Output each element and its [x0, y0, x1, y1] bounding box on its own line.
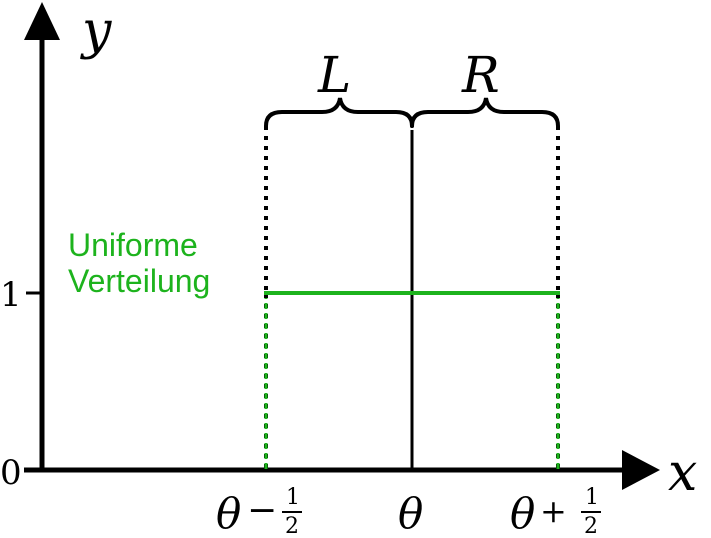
half-denominator: 2 — [584, 514, 598, 538]
y-tick-1-label: 1 — [0, 275, 22, 315]
x-axis-arrowhead — [622, 450, 660, 490]
half-numerator: 1 — [286, 485, 300, 510]
x-tick-theta-minus-half: θ − 1 2 — [216, 485, 302, 538]
half-denominator: 2 — [285, 514, 299, 538]
y-axis-arrowhead — [24, 2, 60, 40]
distribution-label-line2: Verteilung — [68, 263, 210, 299]
half-numerator: 1 — [585, 485, 599, 510]
x-axis-label: x — [668, 443, 697, 503]
left-region-label: L — [317, 46, 351, 104]
minus-sign: − — [247, 490, 277, 531]
theta-symbol: θ — [216, 489, 241, 538]
y-axis-label: y — [80, 1, 112, 61]
plus-sign: + — [540, 492, 567, 530]
right-curly-brace — [410, 97, 560, 128]
theta-symbol: θ — [510, 489, 535, 538]
right-region-label: R — [461, 46, 500, 104]
distribution-label-line1: Uniforme — [68, 227, 198, 263]
x-tick-theta: θ — [398, 489, 423, 538]
origin-label: 0 — [0, 453, 22, 493]
x-tick-theta-plus-half: θ + 1 2 — [510, 485, 601, 538]
left-curly-brace — [264, 97, 414, 128]
